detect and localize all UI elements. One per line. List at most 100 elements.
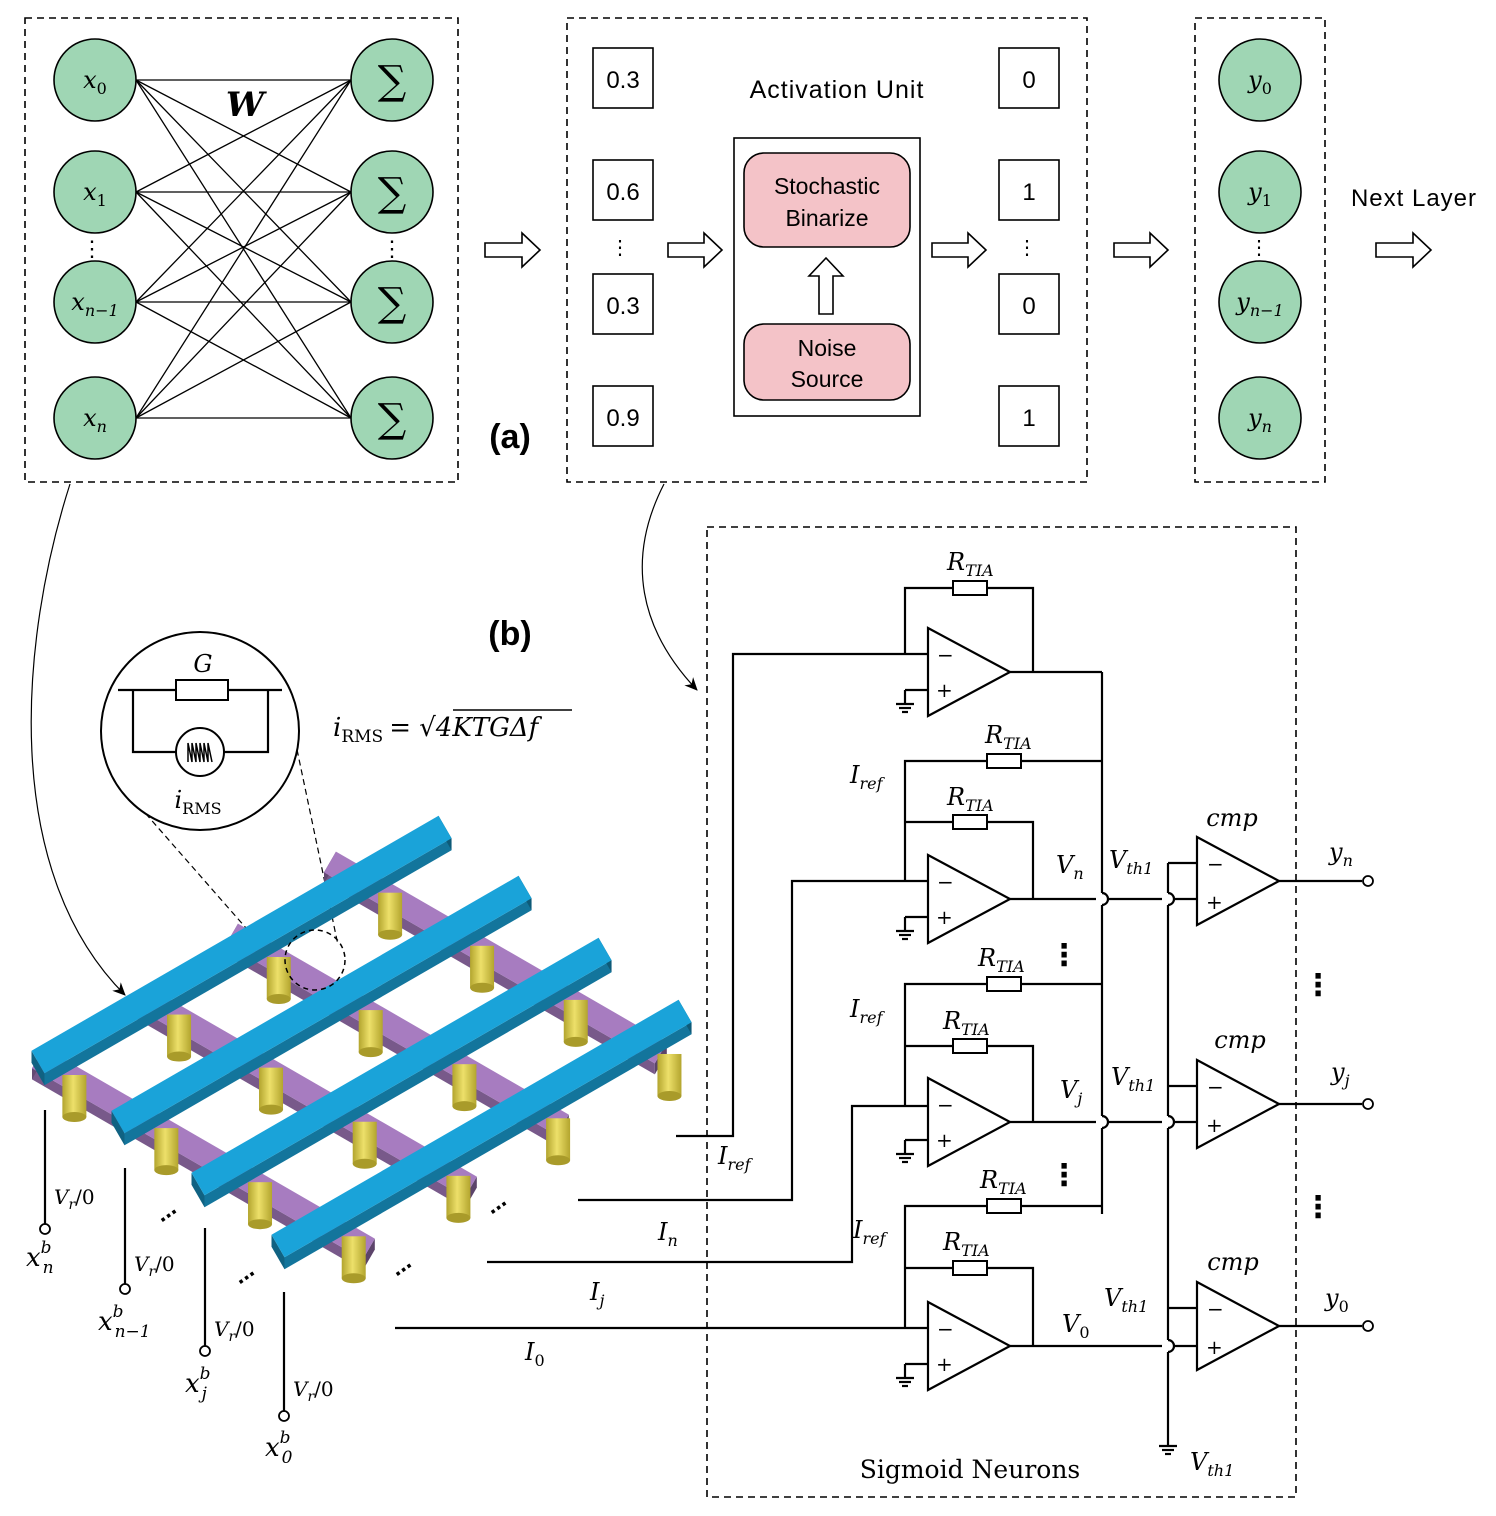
neuron-output-label: y0	[1324, 1284, 1349, 1316]
sum-nodes: ∑ ∑ ∑ ∑ ⋮	[350, 38, 434, 460]
memristor-pillar	[470, 945, 495, 993]
activation-input-value: 0.3	[606, 293, 639, 320]
svg-text:+: +	[936, 905, 953, 929]
sum-node-0	[350, 38, 434, 122]
sum-symbol-n-1: ∑	[378, 280, 407, 326]
input-layer-box	[24, 17, 459, 483]
svg-text:+: +	[936, 1128, 953, 1152]
memristor-pillar	[248, 1182, 273, 1230]
current-label: Iref	[717, 1142, 754, 1174]
memristor-pillar	[358, 1010, 383, 1058]
svg-text:RTIA: RTIA	[984, 721, 1032, 753]
svg-text:+: +	[936, 1352, 953, 1376]
noise-source-block	[743, 323, 911, 401]
activation-output-value: 1	[1022, 405, 1035, 432]
sum-node-n	[350, 376, 434, 460]
vth-ground-label: Vth1	[1190, 1448, 1234, 1480]
svg-text:−: −	[937, 643, 954, 667]
crossbar-dots: ∙∙∙	[231, 1261, 263, 1295]
value-box	[998, 159, 1060, 221]
activation-output-value: 0	[1022, 67, 1035, 94]
memristor-pillar	[266, 956, 291, 1004]
sum-symbol-n: ∑	[378, 396, 407, 442]
value-box	[592, 273, 654, 335]
memristor-pillar	[446, 1175, 471, 1223]
block-arrow-right	[931, 231, 988, 269]
vth-label: Vth1	[1111, 1063, 1155, 1095]
activation-outputs: 0 1 0 1 ⋮	[998, 47, 1060, 447]
top-electrode	[111, 875, 532, 1146]
svg-text:+: +	[1206, 1113, 1223, 1137]
neuron-output-label: yj	[1330, 1058, 1350, 1090]
comparator-n: − + cmp Vth1 yn	[1109, 804, 1374, 927]
activation-inputs: 0.3 0.6 0.3 0.9 ⋮	[592, 47, 654, 447]
node-voltage-label: Vn	[1056, 851, 1084, 883]
vertical-dots: ⋮	[1049, 1159, 1079, 1192]
memristor-crossbar	[31, 815, 692, 1284]
memristor-pillar	[341, 1236, 366, 1284]
neuron-output-label: yn	[1328, 838, 1353, 870]
read-voltage-label: Vr/0	[214, 1317, 255, 1345]
panel-b-label: (b)	[488, 615, 531, 653]
conductance-resistor	[175, 679, 229, 701]
sum-ellipsis: ⋮	[381, 237, 403, 262]
weight-line	[135, 79, 352, 419]
svg-text:RTIA: RTIA	[942, 1228, 990, 1260]
svg-text:RTIA: RTIA	[942, 1007, 990, 1039]
sum-symbol-0: ∑	[378, 58, 407, 104]
comparator-j: − + cmp Vth1 yj	[1111, 1026, 1374, 1150]
current-label: Ij	[589, 1278, 604, 1310]
svg-text:RTIA: RTIA	[946, 783, 994, 815]
output-node-0	[1218, 38, 1302, 122]
svg-text:−: −	[1207, 1297, 1224, 1321]
value-box	[592, 385, 654, 447]
stochastic-binarize-line1: Stochastic	[774, 173, 880, 199]
sigmoid-neurons-box	[706, 526, 1297, 1498]
current-label: I0	[524, 1338, 545, 1370]
noise-formula: iRMS= √4KTGΔf	[333, 713, 543, 747]
activation-inner-box	[733, 137, 921, 417]
weight-line	[135, 191, 352, 419]
memristor-pillar	[563, 999, 588, 1047]
sigmoid-neurons-title: Sigmoid Neurons	[860, 1455, 1081, 1484]
panel-a-label: (a)	[489, 418, 531, 456]
iref-wire	[676, 652, 928, 1138]
activation-input-ellipsis: ⋮	[610, 235, 630, 259]
input-label-n: xn	[83, 404, 107, 436]
svg-text:−: −	[937, 870, 954, 894]
neuron-0: − + RTIA RTIA Iref V0	[852, 1166, 1197, 1392]
svg-text:−: −	[1207, 1075, 1224, 1099]
activation-output-ellipsis: ⋮	[1017, 235, 1037, 259]
svg-text:Iref: Iref	[849, 761, 886, 793]
read-voltage-label: Vr/0	[54, 1185, 95, 1213]
memristor-pillar	[154, 1128, 179, 1176]
crossbar-dots: ∙∙∙	[388, 1253, 420, 1287]
next-layer-label: Next Layer	[1351, 185, 1477, 212]
vth-label: Vth1	[1109, 846, 1153, 878]
noise-waveform-icon	[187, 742, 213, 763]
output-node-1	[1218, 150, 1302, 234]
vertical-dots: ⋮	[1303, 1191, 1333, 1224]
output-label-0: y0	[1247, 66, 1272, 98]
weight-line	[135, 191, 352, 303]
activation-output-value: 1	[1022, 179, 1035, 206]
input-ellipsis: ⋮	[81, 237, 103, 262]
ij-wire	[487, 1104, 928, 1264]
neuron-j: − + RTIA RTIA Iref Vj	[849, 944, 1197, 1168]
read-voltage-label: Vr/0	[293, 1377, 334, 1405]
input-node-1	[53, 150, 137, 234]
vertical-dots: ⋮	[1303, 969, 1333, 1002]
input-terminal	[39, 1223, 51, 1235]
weight-connections	[135, 79, 352, 419]
node-voltage-label: Vj	[1060, 1076, 1082, 1108]
svg-text:Iref: Iref	[849, 995, 886, 1027]
block-arrow-right	[1375, 231, 1433, 269]
reference-tia: − + RTIA	[894, 548, 1102, 718]
input-node-n	[53, 376, 137, 460]
sum-symbol-1: ∑	[378, 170, 407, 216]
